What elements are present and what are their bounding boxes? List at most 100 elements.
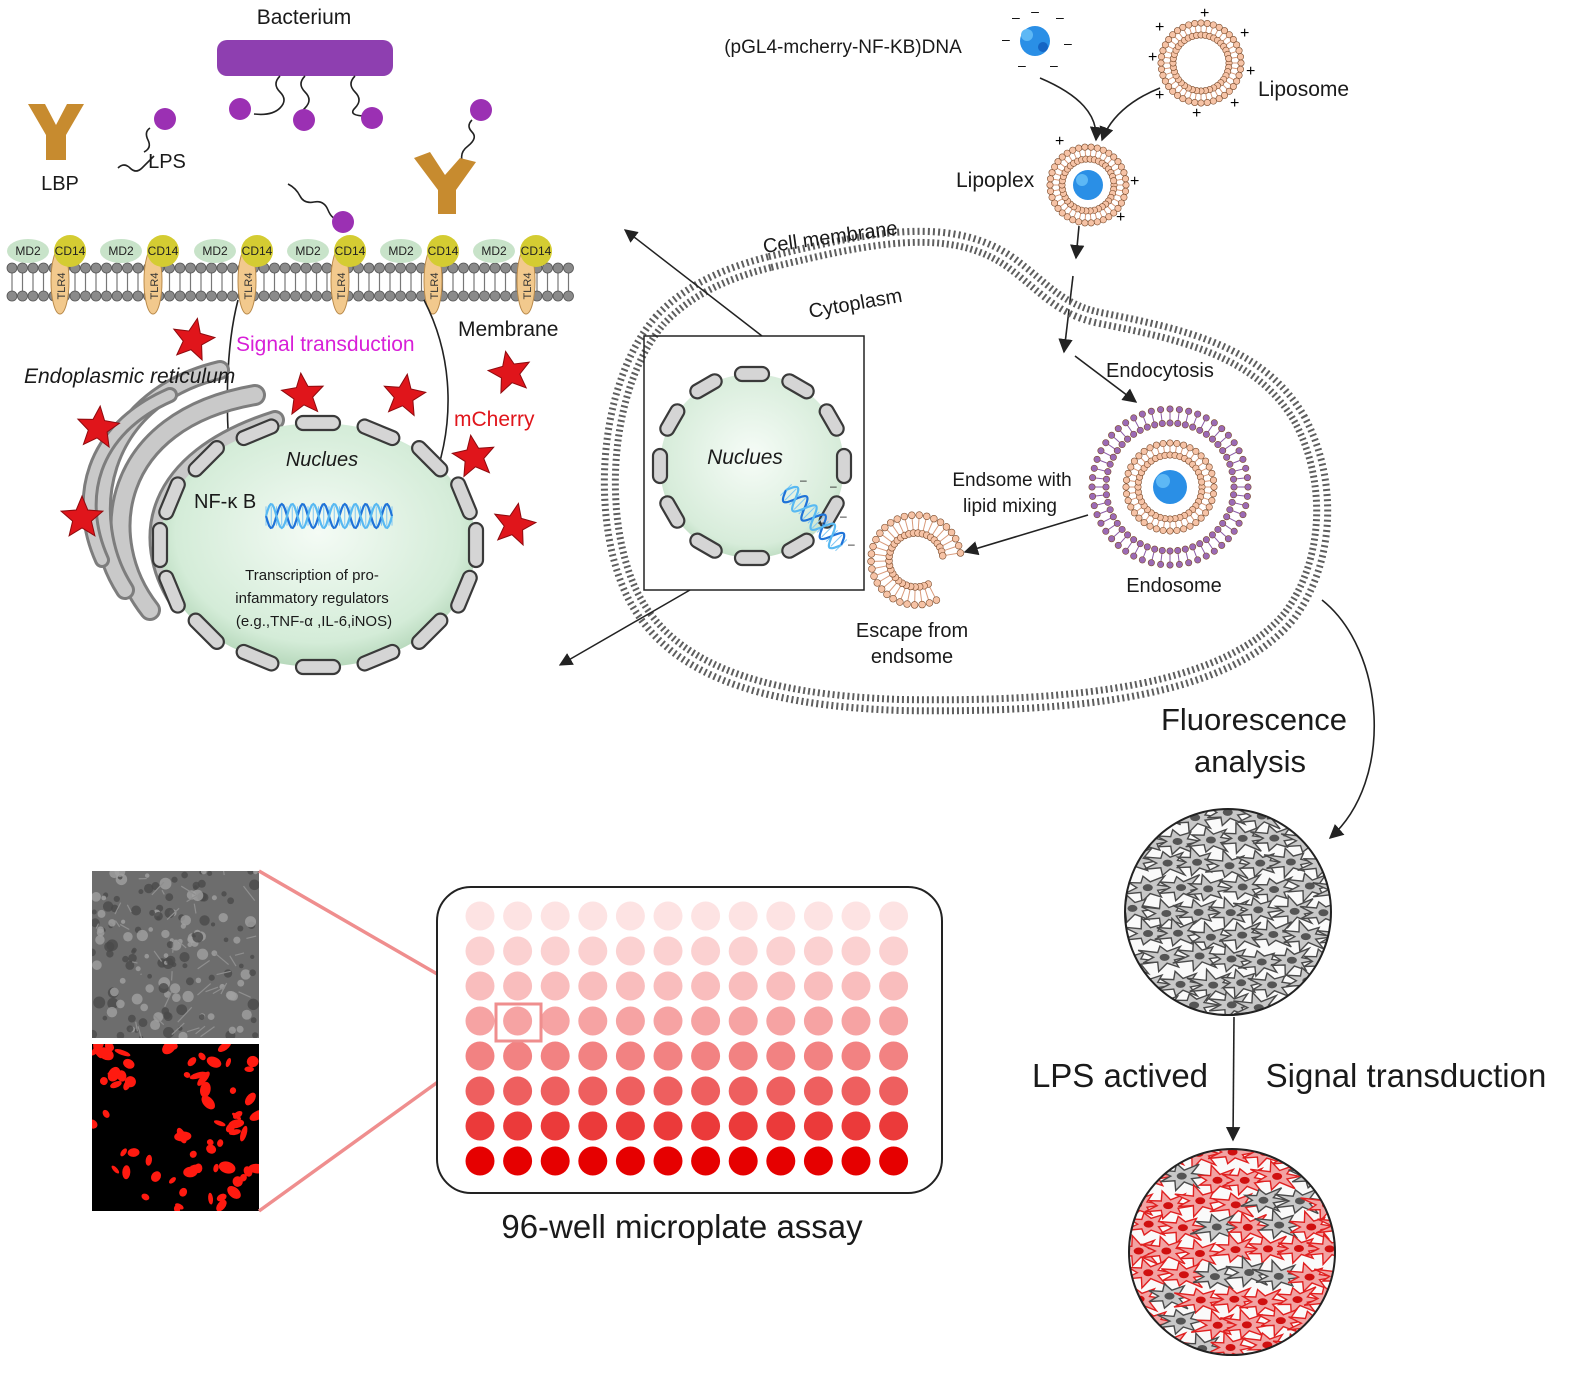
svg-text:MD2: MD2 <box>481 244 507 258</box>
fluorescence-label-2: analysis <box>1194 744 1306 779</box>
well <box>842 1112 871 1141</box>
well <box>766 902 795 931</box>
svg-text:+: + <box>1155 19 1164 36</box>
cytoplasm-label: Cytoplasm <box>807 285 904 323</box>
svg-text:–: – <box>840 509 847 523</box>
well <box>466 1147 495 1176</box>
well <box>804 902 833 931</box>
well <box>766 1147 795 1176</box>
svg-text:–: – <box>1031 3 1039 19</box>
well <box>729 1112 758 1141</box>
well <box>466 1042 495 1071</box>
well <box>541 1147 570 1176</box>
well <box>879 1147 908 1176</box>
left-panel: Bacterium LBP LPS <box>7 6 574 674</box>
well <box>616 1042 645 1071</box>
mcherry-star-icon <box>488 351 529 393</box>
svg-text:–: – <box>1012 9 1020 25</box>
well <box>842 1042 871 1071</box>
svg-text:TLR4: TLR4 <box>522 273 534 300</box>
well <box>879 937 908 966</box>
escape-line-2: endsome <box>871 646 953 668</box>
well <box>503 1077 532 1106</box>
well <box>503 902 532 931</box>
well <box>842 902 871 931</box>
well <box>466 1112 495 1141</box>
well <box>654 1147 683 1176</box>
well <box>541 937 570 966</box>
well <box>804 1077 833 1106</box>
endosome-label: Endosome <box>1126 575 1222 597</box>
well <box>804 1112 833 1141</box>
well <box>616 1112 645 1141</box>
well <box>842 1077 871 1106</box>
well <box>804 937 833 966</box>
endocytosis-label: Endocytosis <box>1106 360 1214 382</box>
microplate-section: 96-well microplate assay <box>86 866 942 1245</box>
svg-text:+: + <box>1148 49 1157 66</box>
well <box>842 1007 871 1036</box>
mcherry-star-icon <box>282 373 324 414</box>
well <box>729 972 758 1001</box>
well <box>466 972 495 1001</box>
well <box>729 1147 758 1176</box>
well <box>766 1042 795 1071</box>
well <box>616 1147 645 1176</box>
fluorescence-image <box>86 1038 268 1214</box>
well <box>842 972 871 1001</box>
membrane-label: Membrane <box>458 318 558 341</box>
well <box>466 1077 495 1106</box>
svg-text:CD14: CD14 <box>148 244 179 258</box>
well <box>691 1147 720 1176</box>
well <box>503 1007 532 1036</box>
svg-text:TLR4: TLR4 <box>243 273 255 300</box>
brightfield-image <box>88 866 260 1041</box>
well <box>691 972 720 1001</box>
free-lps: LPS <box>118 108 186 173</box>
svg-text:MD2: MD2 <box>388 244 414 258</box>
well <box>879 1077 908 1106</box>
well <box>654 902 683 931</box>
escape-line-1: Escape from <box>856 620 968 642</box>
escape-vesicle <box>868 512 964 609</box>
well <box>616 1007 645 1036</box>
svg-text:TLR4: TLR4 <box>56 273 68 300</box>
svg-text:+: + <box>1240 25 1249 42</box>
mcherry-label: mCherry <box>454 408 535 431</box>
zoom-arrow-bottom <box>560 590 690 665</box>
well <box>578 1147 607 1176</box>
svg-text:CD14: CD14 <box>521 244 552 258</box>
well <box>541 1042 570 1071</box>
well <box>766 1007 795 1036</box>
well <box>616 972 645 1001</box>
liposome: + + + + + + + + Liposome <box>1148 5 1349 122</box>
microplate-label: 96-well microplate assay <box>501 1208 863 1245</box>
well <box>578 1042 607 1071</box>
svg-text:–: – <box>830 479 837 493</box>
lbp-label: LBP <box>41 173 79 195</box>
well <box>729 937 758 966</box>
lps-actived-label: LPS actived <box>1032 1057 1208 1094</box>
svg-text:–: – <box>818 515 825 529</box>
bacterium-body <box>217 40 393 76</box>
svg-text:+: + <box>1055 133 1064 150</box>
svg-text:+: + <box>1200 5 1209 22</box>
svg-text:–: – <box>1056 9 1064 25</box>
well <box>842 937 871 966</box>
lbp-lps-complex <box>414 99 492 214</box>
signal-transduction-label: Signal transduction <box>1266 1057 1547 1094</box>
dna-label: (pGL4-mcherry-NF-KB)DNA <box>724 37 962 58</box>
well <box>541 902 570 931</box>
er-label: Endoplasmic reticulum <box>24 365 235 388</box>
well <box>729 902 758 931</box>
unstimulated-cells-disc <box>1107 797 1367 1024</box>
well <box>578 1077 607 1106</box>
arrow-lipoplex-down <box>1076 226 1079 258</box>
well <box>879 1112 908 1141</box>
well <box>654 1042 683 1071</box>
well <box>654 972 683 1001</box>
bacterium-label: Bacterium <box>257 6 352 29</box>
well <box>654 937 683 966</box>
